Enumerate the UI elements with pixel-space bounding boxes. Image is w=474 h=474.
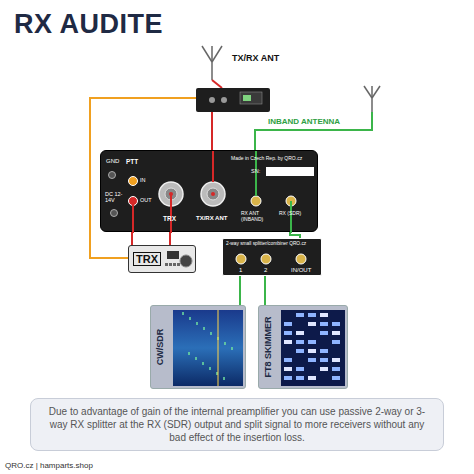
rx-splitter: 2-way small splitter/combiner QRO.cz 1 2 IN…: [222, 238, 322, 276]
label-strip: FT8 SKIMMER: [259, 306, 279, 388]
caption-text: Due to advantage of gain of the internal…: [41, 405, 433, 444]
cable: [169, 232, 171, 245]
antenna-symbol: [364, 86, 380, 112]
port-label: GND: [106, 158, 119, 165]
part-label: TX/RX ANT: [232, 54, 279, 64]
antenna-symbol: [202, 46, 222, 80]
caption-box: Due to advantage of gain of the internal…: [30, 398, 444, 451]
port-label: Made in Czech Rep. by QRO.cz: [231, 156, 302, 162]
port-label: IN: [140, 177, 146, 183]
port-label: IN/OUT: [291, 267, 311, 274]
port-label: TRX: [163, 215, 176, 222]
port-label: RX (SDR): [279, 211, 301, 217]
port-label: RX ANT (INBAND): [241, 211, 277, 222]
rx-audite-box: GND PTT IN OUT DC 12-14V TRX TX/RX ANT Made in …: [100, 150, 318, 232]
power-meter: [196, 88, 270, 112]
label-strip: CW/SDR: [151, 306, 171, 388]
port-label: 2: [264, 267, 267, 274]
screen-label: CW/SDR: [156, 329, 166, 366]
port-label: 1: [239, 267, 242, 274]
sdr-screen: CW/SDR: [150, 305, 246, 389]
port-label: 2-way small splitter/combiner QRO.cz: [226, 241, 306, 246]
cable: [239, 276, 241, 305]
transceiver: TRX: [128, 245, 196, 273]
port-label: SN:: [251, 168, 260, 174]
footer-text: QRO.cz | hamparts.shop: [5, 462, 93, 471]
ft8-screen: FT8 SKIMMER: [258, 305, 348, 389]
cable: [264, 276, 266, 305]
port-label: TX/RX ANT: [196, 215, 227, 222]
port-label: OUT: [140, 197, 152, 203]
decoration: [151, 306, 247, 390]
part-label: INBAND ANTENNA: [268, 118, 340, 127]
port-label: TRX: [133, 252, 161, 266]
title: RX AUDITE: [14, 10, 163, 40]
screen-label: FT8 SKIMMER: [264, 316, 274, 377]
port-label: PTT: [126, 158, 138, 165]
port-label: DC 12-14V: [105, 191, 127, 203]
cable: [131, 232, 133, 245]
